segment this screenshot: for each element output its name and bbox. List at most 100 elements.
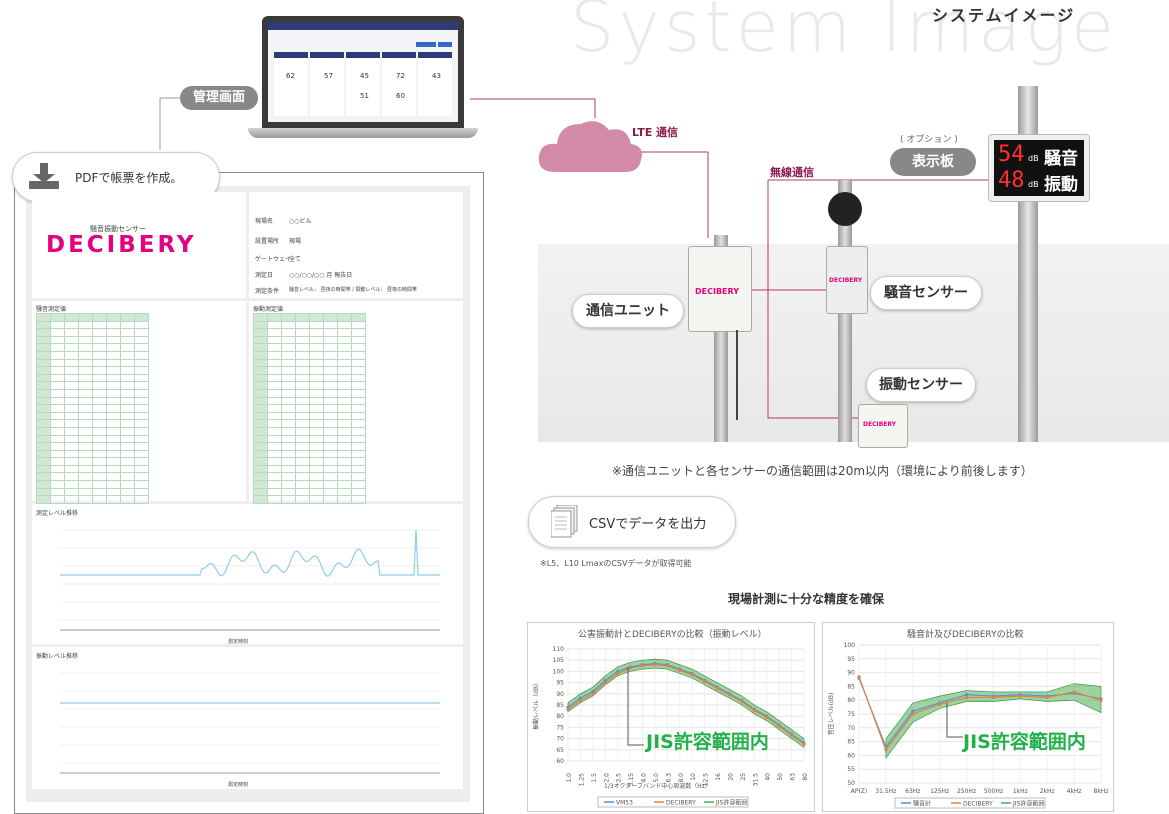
x-tick-label: 31.5: [752, 773, 759, 787]
report-chart-card: 振動レベル推移 測定時刻: [32, 647, 463, 789]
x-tick-label: 31.5Hz: [875, 788, 896, 795]
pdf-label: PDFで帳票を作成。: [75, 171, 183, 185]
report-brand: DECIBERY: [46, 232, 197, 258]
jis-annotation: JIS許容範囲内: [646, 731, 769, 753]
y-axis-label: 音圧レベル(dB): [827, 693, 835, 736]
data-point: [678, 668, 682, 672]
data-point: [1099, 698, 1103, 702]
dashboard-tile: 57: [310, 52, 344, 116]
report-chart-card: 測定レベル推移 測定時刻: [32, 504, 463, 645]
csv-button: CSVでデータを出力: [528, 496, 736, 548]
comm-unit-label: 通信ユニット: [572, 294, 684, 328]
data-point: [740, 700, 744, 704]
x-tick-label: 4.0: [641, 773, 648, 783]
range-note: ※通信ユニットと各センサーの通信範囲は20m以内（環境により前後します）: [612, 464, 1033, 478]
noise-label: 騒音: [1044, 149, 1078, 169]
accuracy-heading: 現場計測に十分な精度を確保: [728, 592, 885, 606]
x-tick-label: 500Hz: [984, 788, 1003, 795]
csv-note: ※L5、L10 LmaxのCSVデータが取得可能: [540, 559, 692, 568]
x-tick-label: 2kHz: [1040, 788, 1055, 795]
data-point: [1018, 694, 1022, 698]
report-table-card: 振動測定値: [249, 301, 463, 512]
vibration-label: 振動: [1044, 175, 1078, 195]
x-axis-label: 1/3オクターブバンド中心周波数（Hz）: [604, 783, 711, 790]
data-point: [703, 679, 707, 684]
x-tick-label: 12.5: [703, 773, 710, 787]
display-board: 54 dB 騒音 48 dB 振動: [988, 134, 1090, 202]
data-point: [1045, 695, 1049, 700]
legend-entry: DECIBERY: [963, 801, 993, 808]
admin-screen-label: 管理画面: [180, 86, 258, 110]
report-table-card: 騒音測定値: [32, 301, 246, 512]
noise-trend-chart: [60, 529, 440, 631]
series-line: [858, 676, 1102, 752]
data-point: [591, 692, 595, 696]
data-point: [616, 669, 620, 673]
y-tick-label: 50: [847, 780, 855, 787]
x-tick-label: 250Hz: [957, 788, 976, 795]
y-tick-label: 65: [847, 739, 855, 746]
data-point: [857, 675, 861, 679]
noise-sensor-mic: [828, 192, 862, 226]
lte-label: LTE 通信: [632, 126, 679, 139]
wireless-label: 無線通信: [770, 166, 814, 179]
jis-band: [567, 658, 805, 749]
x-tick-label: 80: [802, 773, 809, 781]
x-tick-label: 125Hz: [930, 788, 949, 795]
y-tick-label: 100: [553, 668, 565, 675]
x-tick-label: 20: [727, 773, 734, 781]
legend-entry: JIS許容範囲: [1012, 800, 1044, 808]
option-label: ( オプション ): [900, 135, 958, 145]
data-point: [1072, 690, 1076, 694]
data-point: [578, 698, 583, 703]
page-title: システムイメージ: [932, 6, 1076, 25]
y-tick-label: 85: [847, 683, 855, 690]
data-point: [964, 695, 969, 700]
data-point: [802, 742, 806, 746]
y-tick-label: 95: [847, 656, 855, 663]
x-tick-label: 8kHz: [1094, 788, 1109, 795]
y-tick-label: 65: [556, 747, 564, 754]
dashboard-tile: 72 60: [382, 52, 416, 116]
y-tick-label: 55: [847, 766, 855, 773]
y-axis-label: 振動レベル（dB）: [532, 680, 540, 730]
vibration-sensor-label: 振動センサー: [866, 368, 976, 402]
data-point: [777, 724, 781, 728]
x-tick-label: 16: [715, 773, 722, 781]
legend-entry: DECIBERY: [666, 800, 696, 807]
noise-display-value: 54: [998, 142, 1025, 167]
dashboard-tile: 43: [418, 52, 452, 116]
data-point: [911, 712, 915, 716]
x-tick-label: 3.15: [628, 773, 635, 787]
data-point: [603, 681, 607, 685]
y-tick-label: 105: [553, 657, 565, 664]
data-point: [616, 672, 620, 676]
dashboard-tile: 62: [274, 52, 308, 116]
vibration-table: [253, 313, 366, 512]
x-tick-label: 1.0: [566, 773, 573, 783]
legend-entry: VM53: [616, 800, 633, 807]
noise-sensor-device: DECIBERY: [826, 246, 868, 314]
x-tick-label: 1kHz: [1013, 788, 1028, 795]
data-point: [727, 693, 732, 697]
chart-title: 騒音計及びDECIBERYの比較: [907, 630, 1024, 640]
display-board-label: 表示板: [890, 148, 976, 176]
cable: [736, 330, 738, 420]
cloud-icon: [538, 121, 642, 172]
x-tick-label: 5.0: [653, 773, 660, 783]
data-point: [884, 748, 888, 752]
legend-entry: 騒音計: [913, 800, 931, 808]
trend-line: [60, 529, 440, 577]
data-point: [789, 733, 794, 737]
background-title: System Image: [570, 0, 1119, 68]
y-tick-label: 75: [847, 711, 855, 718]
y-tick-label: 80: [847, 697, 855, 704]
chart-title: 公害振動計とDECIBERYの比較（振動レベル）: [578, 630, 767, 640]
data-point: [964, 693, 969, 697]
data-point: [578, 696, 583, 700]
noise-unit: dB: [1028, 154, 1039, 163]
vibration-display-value: 48: [998, 168, 1025, 193]
data-point: [715, 686, 719, 690]
laptop-base: [248, 128, 478, 138]
